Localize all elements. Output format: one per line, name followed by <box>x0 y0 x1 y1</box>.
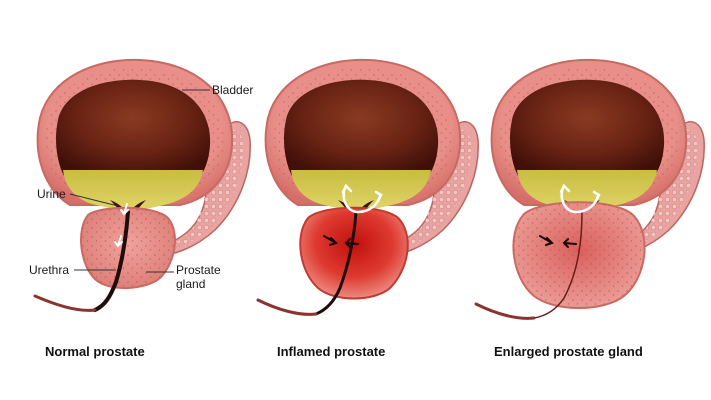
panel-enlarged-illustration <box>474 58 706 320</box>
reflux-arrow-icon <box>560 184 600 214</box>
flow-arrow-icon <box>114 235 123 248</box>
caption-enlarged-prostate-gland: Enlarged prostate gland <box>494 344 643 359</box>
caption-inflamed-prostate: Inflamed prostate <box>277 344 386 359</box>
label-urethra: Urethra <box>29 263 70 277</box>
panel-normal-illustration <box>33 58 252 312</box>
urethra-normal <box>93 210 130 312</box>
panel-inflamed-illustration <box>256 58 480 316</box>
flow-arrow-icon <box>120 203 129 216</box>
caption-normal-prostate: Normal prostate <box>45 344 145 359</box>
label-bladder: Bladder <box>212 83 254 97</box>
label-prostate-line1: Prostate <box>176 263 221 277</box>
label-prostate-gland: Prostate gland <box>176 263 221 291</box>
label-urine: Urine <box>37 187 66 201</box>
reflux-arrow-icon <box>342 184 382 214</box>
label-prostate-line2: gland <box>176 277 206 291</box>
